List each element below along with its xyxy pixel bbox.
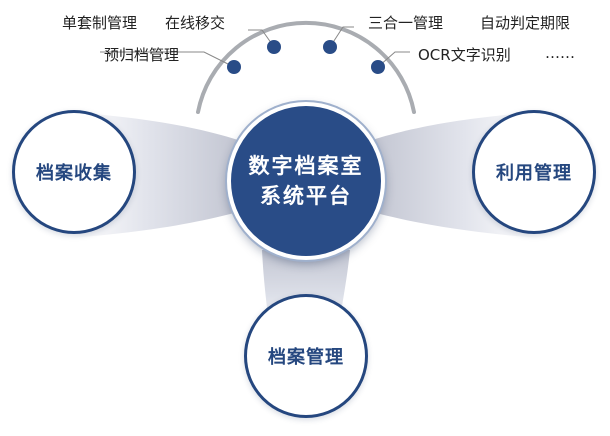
node-archive-collection-label: 档案收集: [36, 163, 112, 184]
node-archive-management: 档案管理: [244, 294, 368, 418]
feature-arc: [196, 20, 416, 114]
node-archive-collection: 档案收集: [12, 110, 136, 234]
center-title-line2: 系统平台: [260, 184, 352, 208]
arc-dot-3: [323, 40, 337, 54]
node-utilization-management-label: 利用管理: [496, 163, 572, 184]
feature-label-three-in-one: 三合一管理: [368, 14, 444, 32]
arc-dot-2: [267, 40, 281, 54]
center-title-line1: 数字档案室: [248, 154, 364, 178]
leader-line-1: [100, 51, 235, 68]
feature-label-online-transfer: 在线移交: [165, 14, 226, 32]
feature-label-more: ……: [545, 44, 575, 62]
leader-line-4: [377, 51, 410, 68]
arc-dot-1: [227, 60, 241, 74]
node-archive-management-label: 档案管理: [268, 347, 344, 368]
arc-dot-4: [371, 60, 385, 74]
feature-label-ocr: OCR文字识别: [418, 46, 511, 64]
feature-label-single-set: 单套制管理: [62, 14, 138, 32]
feature-label-auto-period: 自动判定期限: [480, 14, 571, 32]
leader-line-3: [329, 26, 354, 48]
feature-label-pre-archive: 预归档管理: [104, 46, 180, 64]
node-utilization-management: 利用管理: [472, 110, 596, 234]
center-platform-node: 数字档案室 系统平台: [227, 102, 385, 260]
